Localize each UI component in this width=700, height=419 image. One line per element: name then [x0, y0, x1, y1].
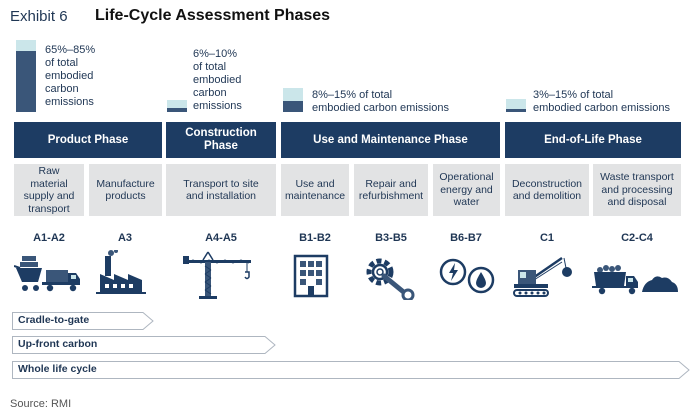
- emissions-line: embodied carbon emissions: [533, 102, 670, 114]
- emissions-text-product: 65%–85% of total embodied carbon emissio…: [45, 44, 95, 109]
- emissions-line: emissions: [193, 100, 242, 112]
- emissions-line: 8%–15% of total: [312, 89, 393, 101]
- scope-cradle-to-gate: Cradle-to-gate: [12, 312, 154, 330]
- code-b1-b2: B1-B2: [299, 232, 331, 244]
- scope-up-front-carbon: Up-front carbon: [12, 336, 276, 354]
- emissions-line: embodied: [193, 74, 242, 86]
- emissions-bar-construction: [167, 100, 187, 112]
- code-a4-a5: A4-A5: [205, 232, 237, 244]
- code-c2-c4: C2-C4: [621, 232, 653, 244]
- source-note: Source: RMI: [10, 398, 72, 410]
- emissions-bar-product: [16, 40, 36, 112]
- emissions-bar-end-of-life: [506, 99, 526, 112]
- emissions-bar-fill: [167, 107, 187, 112]
- code-a1-a2: A1-A2: [33, 232, 65, 244]
- emissions-line: carbon: [193, 87, 227, 99]
- emissions-line: emissions: [45, 96, 94, 108]
- emissions-line: of total: [193, 61, 227, 73]
- scope-label: Cradle-to-gate: [18, 314, 90, 326]
- subphase-b3-b5: Repair and refurbishment: [354, 164, 428, 216]
- gear-wrench-icon: [362, 250, 422, 300]
- emissions-bar-fill: [16, 50, 36, 112]
- crane-icon: [183, 250, 263, 300]
- factory-icon: [96, 250, 156, 300]
- scope-label: Up-front carbon: [18, 338, 98, 350]
- emissions-text-construction: 6%–10% of total embodied carbon emission…: [193, 48, 242, 113]
- subphase-b1-b2: Use and maintenance: [281, 164, 349, 216]
- emissions-text-end-of-life: 3%–15% of total embodied carbon emission…: [533, 89, 670, 115]
- phase-construction: Construction Phase: [166, 122, 276, 158]
- building-icon: [291, 250, 341, 300]
- emissions-text-use: 8%–15% of total embodied carbon emission…: [312, 89, 449, 115]
- page-title: Life-Cycle Assessment Phases: [95, 7, 331, 24]
- emissions-bar-fill: [506, 109, 526, 112]
- subphase-a1-a2: Raw material supply and transport: [14, 164, 84, 216]
- emissions-line: 6%–10%: [193, 48, 238, 60]
- demolition-icon: [512, 250, 582, 300]
- code-b3-b5: B3-B5: [375, 232, 407, 244]
- code-b6-b7: B6-B7: [450, 232, 482, 244]
- emissions-line: embodied: [45, 70, 94, 82]
- subphase-a3: Manufacture products: [89, 164, 162, 216]
- phase-product: Product Phase: [14, 122, 162, 158]
- material-transport-icon: [14, 250, 84, 300]
- emissions-line: embodied carbon emissions: [312, 102, 449, 114]
- emissions-line: 3%–15% of total: [533, 89, 614, 101]
- emissions-line: 65%–85%: [45, 44, 96, 56]
- emissions-line: carbon: [45, 83, 79, 95]
- subphase-c1: Deconstruction and demolition: [505, 164, 589, 216]
- waste-truck-icon: [592, 250, 682, 300]
- emissions-line: of total: [45, 57, 79, 69]
- subphase-b6-b7: Operational energy and water: [433, 164, 500, 216]
- code-a3: A3: [117, 232, 133, 244]
- phase-end-of-life: End-of-Life Phase: [505, 122, 681, 158]
- code-c1: C1: [539, 232, 555, 244]
- emissions-bar-use: [283, 88, 303, 112]
- phase-use-maintenance: Use and Maintenance Phase: [281, 122, 500, 158]
- emissions-bar-fill: [283, 101, 303, 112]
- energy-water-icon: [438, 250, 498, 300]
- scope-whole-life-cycle: Whole life cycle: [12, 361, 690, 379]
- exhibit-label: Exhibit 6: [10, 8, 68, 25]
- scope-label: Whole life cycle: [18, 363, 97, 375]
- subphase-a4-a5: Transport to site and installation: [166, 164, 276, 216]
- subphase-c2-c4: Waste transport and processing and dispo…: [593, 164, 681, 216]
